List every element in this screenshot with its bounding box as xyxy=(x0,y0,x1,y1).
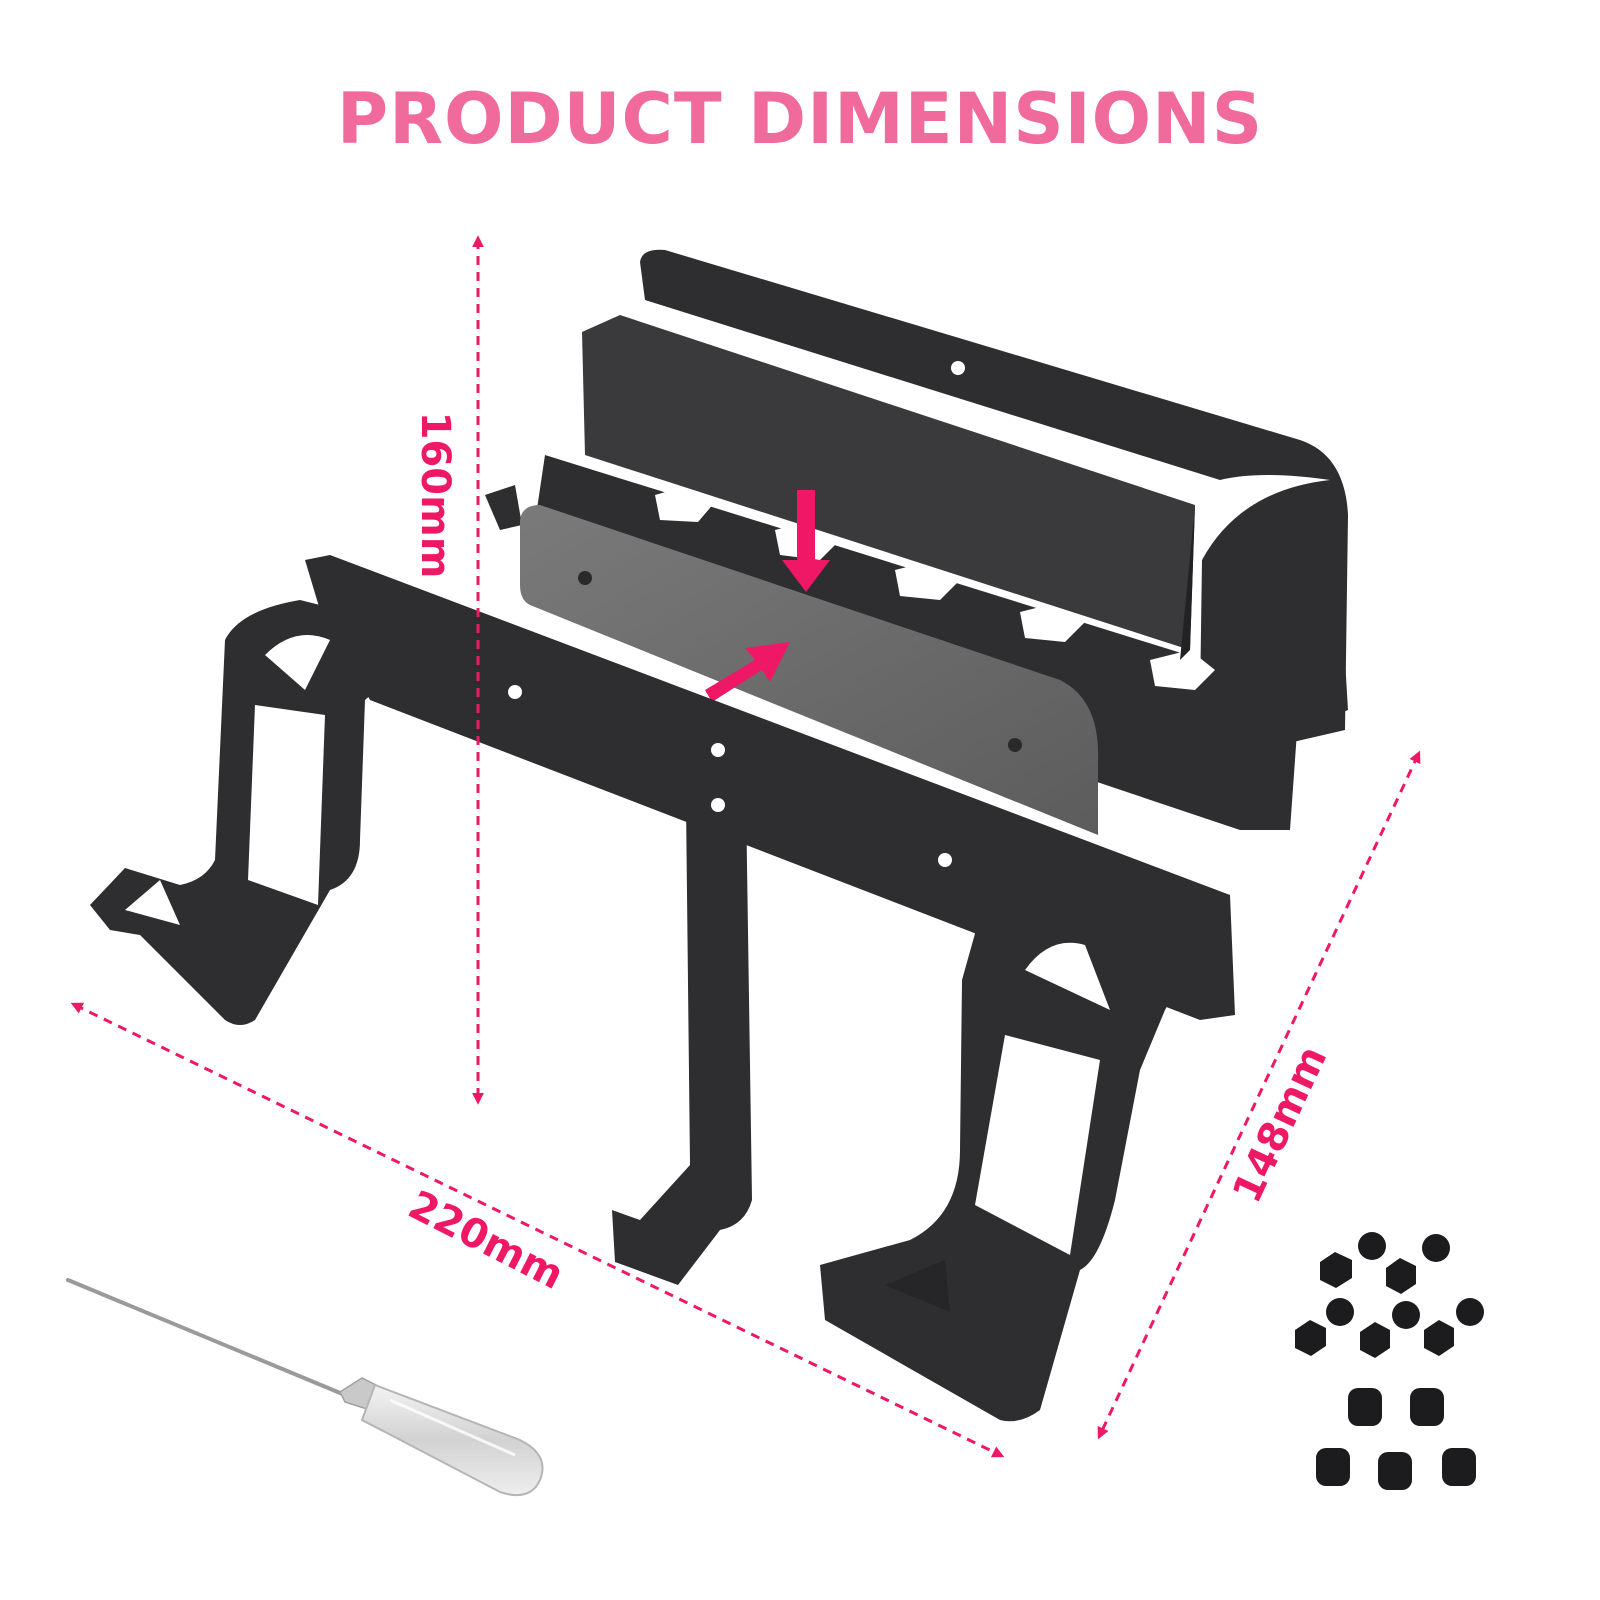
screw-icon xyxy=(1326,1298,1354,1326)
cap-icon xyxy=(1410,1388,1444,1426)
width-label: 220mm xyxy=(401,1182,571,1299)
front-grey-plate xyxy=(520,505,1099,835)
nut-icon xyxy=(1295,1320,1326,1356)
height-dimension: 160mm xyxy=(412,235,484,1105)
assembly-arrow-icon xyxy=(705,490,830,702)
screw-icon xyxy=(1392,1301,1420,1329)
width-dimension: 220mm xyxy=(70,1002,1005,1458)
cap-icon xyxy=(1442,1448,1476,1486)
nut-icon xyxy=(1386,1258,1416,1294)
cap-icon xyxy=(1316,1448,1350,1486)
screwdriver-icon xyxy=(66,1278,544,1496)
height-label: 160mm xyxy=(412,412,458,579)
cap-icon xyxy=(1348,1388,1382,1426)
nut-icon xyxy=(1320,1252,1352,1288)
screw-icon xyxy=(1456,1298,1484,1326)
page-title: PRODUCT DIMENSIONS xyxy=(336,78,1264,160)
nut-icon xyxy=(1424,1320,1454,1356)
hex-bolt xyxy=(1225,610,1268,660)
hardware-set xyxy=(1295,1232,1484,1490)
nut-icon xyxy=(1360,1322,1390,1358)
depth-label: 148mm xyxy=(1224,1039,1336,1210)
cap-icon xyxy=(1378,1452,1412,1490)
screw-icon xyxy=(1358,1232,1386,1260)
tall-middle-panel xyxy=(582,315,1195,660)
screw-icon xyxy=(1422,1234,1450,1262)
